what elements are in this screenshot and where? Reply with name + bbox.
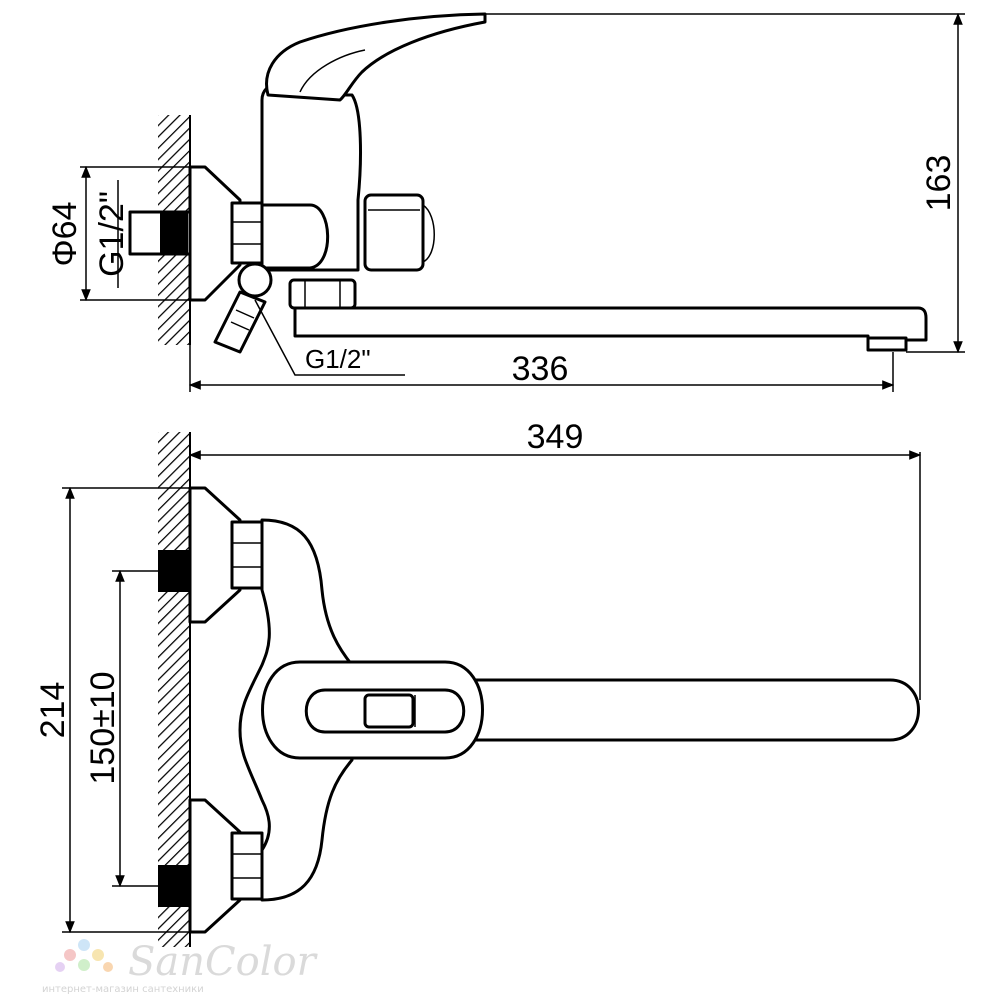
side-view: 163 336 Φ64 G1/2" G1/2"	[46, 12, 965, 392]
dim-inlet-thread: G1/2"	[93, 191, 131, 277]
spout-aerator	[866, 336, 908, 352]
hex-nut-top	[230, 201, 264, 265]
inlet-pipe-upper	[158, 550, 190, 592]
plan-view: 349 214 150±10	[34, 418, 922, 947]
hex-nut-upper	[230, 520, 264, 590]
dim-overall-length: 349	[527, 418, 584, 456]
watermark-logo-dots	[55, 939, 113, 972]
dim-overall-width: 214	[34, 682, 72, 739]
dim-total-height: 163	[920, 155, 958, 212]
dim-flange-diameter: Φ64	[46, 202, 84, 267]
dim-inlet-spacing: 150±10	[84, 671, 122, 784]
spout-nut	[288, 278, 357, 310]
watermark: SanColor интернет-магазин сантехники	[42, 939, 319, 995]
watermark-brand: SanColor	[128, 939, 319, 985]
shower-outlet-connector	[213, 262, 273, 354]
hex-nut-lower	[230, 831, 264, 901]
lever-handle-top	[265, 12, 487, 102]
dim-outlet-thread: G1/2"	[305, 344, 371, 374]
long-spout-plan	[468, 678, 920, 742]
long-spout	[293, 306, 928, 342]
diverter-knob	[363, 193, 425, 272]
inlet-pipe-lower	[158, 865, 190, 907]
watermark-tagline: интернет-магазин сантехники	[42, 984, 204, 995]
eccentric-elbow	[260, 203, 330, 270]
lever-grip-plan	[363, 693, 415, 729]
dim-spout-reach: 336	[512, 350, 569, 388]
wall-section-bottom	[158, 432, 190, 947]
